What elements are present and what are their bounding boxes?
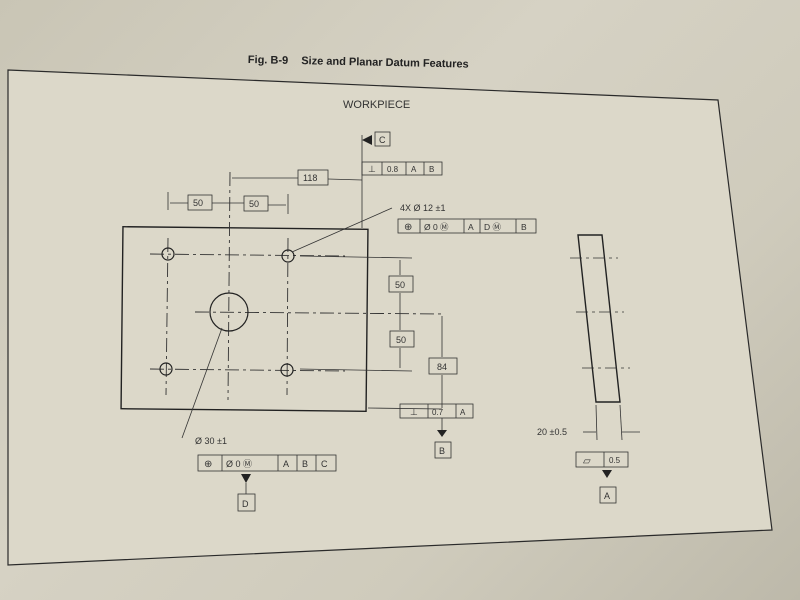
callout-large-hole: Ø 30 ±1 — [195, 436, 227, 446]
svg-text:⊥: ⊥ — [368, 164, 376, 174]
svg-text:A: A — [411, 165, 417, 174]
small-holes — [159, 247, 295, 377]
svg-text:⊕: ⊕ — [204, 459, 212, 470]
svg-text:Ø 0 Ⓜ: Ø 0 Ⓜ — [424, 222, 449, 232]
fcf-perp-bottom: ⊥ 0.7 A — [399, 403, 474, 419]
datum-a-box — [599, 486, 617, 504]
svg-text:⊕: ⊕ — [404, 222, 412, 233]
svg-text:B: B — [429, 165, 434, 174]
fcf-perp-top: ⊥ 0.8 A B — [361, 161, 443, 176]
dim-118: 118 — [303, 173, 317, 183]
datum-c-label: C — [379, 135, 386, 145]
svg-text:C: C — [321, 459, 328, 469]
datum-b-triangle — [437, 430, 447, 437]
fcf-position-large: ⊕ Ø 0 Ⓜ A B C — [197, 454, 337, 472]
svg-text:B: B — [521, 222, 527, 232]
datum-d-triangle — [241, 474, 251, 483]
workpiece-label: WORKPIECE — [343, 99, 410, 111]
workpiece-plate — [120, 226, 369, 412]
dim-lines-vertical — [299, 255, 443, 410]
datum-b-label: B — [439, 446, 445, 456]
datum-a-label: A — [604, 491, 610, 501]
hole-top-left — [161, 247, 175, 261]
dim-50-vertical-top: 50 — [395, 280, 405, 290]
callout-small-holes: 4X Ø 12 ±1 — [400, 203, 445, 213]
datum-d-box — [237, 493, 256, 512]
svg-text:0.8: 0.8 — [387, 165, 399, 174]
leader-small-holes — [291, 207, 393, 253]
dim-lines-top — [167, 135, 363, 228]
figure-number: Fig. B-9 — [247, 54, 289, 67]
dim-thickness: 20 ±0.5 — [537, 427, 567, 437]
hole-top-right — [281, 249, 295, 263]
large-hole — [209, 292, 249, 332]
fcf-position-holes: ⊕ Ø 0 Ⓜ A D Ⓜ B — [397, 218, 537, 234]
datum-a-triangle — [602, 470, 612, 478]
svg-text:A: A — [283, 459, 289, 469]
leader-large-hole — [181, 327, 223, 439]
dim-50-vertical-bottom: 50 — [396, 335, 406, 345]
hole-bottom-right — [280, 363, 294, 377]
centerlines — [149, 171, 446, 401]
dim-50-horizontal-left: 50 — [193, 198, 203, 208]
dim-boxes-top — [187, 169, 329, 212]
svg-text:▱: ▱ — [583, 456, 591, 467]
svg-text:0.5: 0.5 — [609, 456, 621, 465]
side-view-plate — [577, 234, 621, 403]
paper-sheet — [7, 69, 773, 566]
dim-50-horizontal-right: 50 — [249, 199, 259, 209]
svg-text:A: A — [460, 408, 466, 417]
svg-text:A: A — [468, 222, 474, 232]
svg-text:Ø 0 Ⓜ: Ø 0 Ⓜ — [226, 459, 252, 469]
svg-text:D Ⓜ: D Ⓜ — [484, 222, 502, 232]
datum-c-triangle — [362, 135, 372, 145]
datum-b-box — [434, 441, 452, 459]
side-view-centerlines — [570, 257, 630, 369]
dim-84: 84 — [437, 362, 447, 372]
dim-boxes-vertical — [388, 275, 458, 375]
svg-text:B: B — [302, 459, 308, 469]
svg-text:⊥: ⊥ — [410, 407, 418, 417]
side-view-thickness-dim — [583, 404, 640, 441]
hole-bottom-left — [159, 362, 173, 376]
datum-c-box — [374, 131, 391, 147]
svg-text:0.7: 0.7 — [432, 408, 444, 417]
datum-d-label: D — [242, 499, 249, 509]
fcf-flatness: ▱ 0.5 — [575, 451, 629, 468]
